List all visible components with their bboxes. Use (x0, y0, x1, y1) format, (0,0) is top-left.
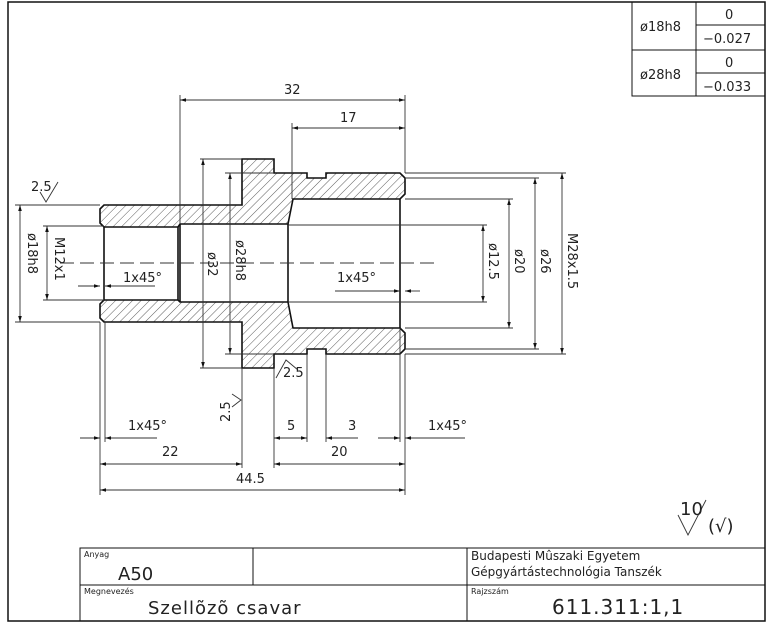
dim-32: 32 (284, 83, 301, 98)
tolerance-table (631, 1, 766, 97)
roughness-general-suffix: (√) (708, 516, 734, 537)
dim-18h8: ø18h8 (24, 233, 39, 274)
dim-m12: M12x1 (51, 237, 66, 281)
roughness-left: 2.5 (31, 180, 52, 195)
dim-chamfer-right-inner: 1x45° (337, 271, 376, 286)
institution-line1: Budapesti Mûszaki Egyetem (471, 549, 640, 563)
roughness-general: 10 (680, 499, 703, 520)
tol-fit-1: ø18h8 (640, 20, 681, 35)
institution-line2: Gépgyártástechnológia Tanszék (471, 565, 662, 579)
material-label: Anyag (84, 550, 109, 559)
dim-26: ø26 (537, 249, 552, 274)
tol-fit-2: ø28h8 (640, 68, 681, 83)
tol-lower-1: −0.027 (703, 32, 751, 47)
dim-22: 22 (162, 445, 179, 460)
dim-20-dia: ø20 (511, 249, 526, 274)
tol-lower-2: −0.033 (703, 80, 751, 95)
dim-3: 3 (348, 419, 356, 434)
drawing-no-label: Rajzszám (471, 587, 509, 596)
material-value: A50 (118, 564, 153, 585)
dim-32-dia: ø32 (204, 252, 219, 277)
drawing-number: 611.311:1,1 (552, 595, 684, 619)
dim-28h8: ø28h8 (232, 240, 247, 281)
dim-20-len: 20 (331, 445, 348, 460)
roughness-flange: 2.5 (219, 401, 234, 422)
tol-upper-2: 0 (725, 56, 733, 71)
dim-17: 17 (340, 111, 357, 126)
part-name: Szellõzõ csavar (148, 598, 302, 619)
dim-chamfer-left-inner: 1x45° (123, 271, 162, 286)
roughness-groove: 2.5 (283, 366, 304, 381)
title-block (79, 547, 766, 622)
tol-upper-1: 0 (725, 8, 733, 23)
dim-m28: M28x1.5 (564, 233, 579, 289)
dim-44-5: 44.5 (236, 472, 265, 487)
dim-chamfer-left-outer: 1x45° (128, 419, 167, 434)
dimension-lines (15, 95, 707, 536)
name-label: Megnevezés (84, 586, 134, 596)
dim-12-5: ø12.5 (485, 243, 500, 280)
dim-chamfer-right-outer: 1x45° (428, 419, 467, 434)
dim-5: 5 (287, 419, 295, 434)
